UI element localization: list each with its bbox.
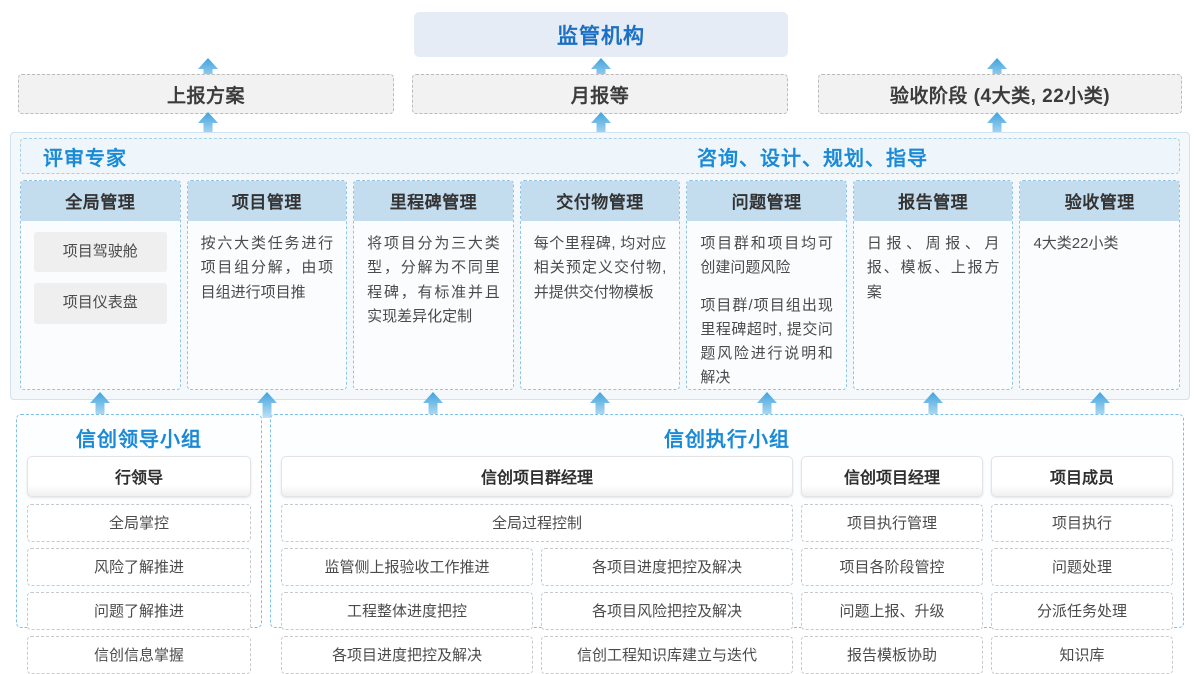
member-item-1[interactable]: 问题处理 (991, 548, 1173, 586)
member-item-0[interactable]: 项目执行 (991, 504, 1173, 542)
capability-card-body-6: 4大类22小类 (1020, 221, 1179, 264)
capability-card-title-4: 问题管理 (687, 181, 846, 221)
capability-card-title-5: 报告管理 (853, 181, 1013, 221)
project-manager-item-2[interactable]: 问题上报、升级 (801, 592, 983, 630)
capability-card-body-3: 每个里程碑, 均对应相关预定义交付物, 并提供交付物模板 (521, 221, 680, 313)
program-manager-role[interactable]: 信创项目群经理 (281, 456, 793, 497)
member-item-3[interactable]: 知识库 (991, 636, 1173, 674)
capability-card-title-1: 项目管理 (187, 181, 347, 221)
middle-band-header: 评审专家 咨询、设计、规划、指导 (20, 138, 1180, 174)
diagram-canvas: 监管机构 上报方案 月报等 验收阶段 (4大类, 22小类) 评审专家 咨询、设… (10, 12, 1190, 674)
arrow-up-to-authority-3 (986, 58, 1008, 84)
capability-card-body-0: 项目驾驶舱 项目仪表盘 (21, 221, 180, 343)
leading-group-item-3[interactable]: 信创信息掌握 (27, 636, 251, 674)
program-manager-global-item[interactable]: 全局过程控制 (281, 504, 793, 542)
arrow-up-to-card-0 (89, 392, 111, 418)
capability-card-body-2: 将项目分为三大类型，分解为不同里程碑，有标准并且实现差异化定制 (354, 221, 513, 337)
capability-text-2-0: 将项目分为三大类型，分解为不同里程碑，有标准并且实现差异化定制 (367, 235, 500, 325)
submission-label-2: 验收阶段 (4大类, 22小类) (889, 85, 1111, 107)
exec-group-box: 信创执行小组 信创项目群经理 全局过程控制 监管侧上报验收工作推进 工程整体进度… (270, 414, 1184, 674)
capability-card-6[interactable]: 验收管理 4大类22小类 (1019, 180, 1181, 390)
capability-card-2[interactable]: 里程碑管理 将项目分为三大类型，分解为不同里程碑，有标准并且实现差异化定制 (353, 180, 514, 390)
arrow-up-to-submission-2 (986, 112, 1008, 138)
program-manager-left-item-2[interactable]: 各项目进度把控及解决 (281, 636, 533, 674)
project-manager-item-3[interactable]: 报告模板协助 (801, 636, 983, 674)
consulting-label: 咨询、设计、规划、指导 (697, 147, 928, 170)
program-manager-left-item-1[interactable]: 工程整体进度把控 (281, 592, 533, 630)
capability-text-4-0: 项目群和项目均可创建问题风险 (700, 235, 833, 277)
arrow-up-to-submission-0 (197, 112, 219, 138)
capability-text-6-0: 4大类22小类 (1033, 235, 1119, 252)
capability-pill-0-1[interactable]: 项目仪表盘 (34, 283, 167, 324)
leading-group-title: 信创领导小组 (76, 429, 202, 451)
leading-group-item-1[interactable]: 风险了解推进 (27, 548, 251, 586)
leading-group-role[interactable]: 行领导 (27, 456, 251, 497)
capability-text-1-0: 按六大类任务进行项目组分解，由项目组进行项目推 (200, 235, 334, 301)
capability-card-body-4: 项目群和项目均可创建问题风险 项目群/项目组出现里程碑超时, 提交问题风险进行说… (687, 221, 846, 389)
submission-box-2[interactable]: 验收阶段 (4大类, 22小类) (818, 74, 1182, 114)
authority-title-label: 监管机构 (557, 24, 645, 48)
program-manager-right-item-0[interactable]: 各项目进度把控及解决 (541, 548, 793, 586)
capability-text-5-0: 日报、周报、月报、模板、上报方案 (866, 235, 1000, 301)
project-manager-item-1[interactable]: 项目各阶段管控 (801, 548, 983, 586)
program-manager-right-item-2[interactable]: 信创工程知识库建立与迭代 (541, 636, 793, 674)
arrow-up-to-card-3 (589, 392, 611, 418)
authority-title-box: 监管机构 (414, 12, 788, 57)
program-manager-right-item-1[interactable]: 各项目风险把控及解决 (541, 592, 793, 630)
arrow-up-to-card-2 (422, 392, 444, 418)
arrow-up-to-submission-1 (590, 112, 612, 138)
capability-card-list: 全局管理 项目驾驶舱 项目仪表盘 项目管理 按六大类任务进行项目组分解，由项目组… (20, 180, 1181, 390)
leading-group-item-2[interactable]: 问题了解推进 (27, 592, 251, 630)
submission-label-0: 上报方案 (166, 85, 245, 107)
arrow-up-to-card-1 (256, 392, 278, 418)
capability-text-3-0: 每个里程碑, 均对应相关预定义交付物, 并提供交付物模板 (533, 235, 667, 301)
program-manager-left-item-0[interactable]: 监管侧上报验收工作推进 (281, 548, 533, 586)
member-role[interactable]: 项目成员 (991, 456, 1173, 497)
capability-card-5[interactable]: 报告管理 日报、周报、月报、模板、上报方案 (852, 180, 1014, 390)
project-manager-item-0[interactable]: 项目执行管理 (801, 504, 983, 542)
submission-box-1[interactable]: 月报等 (412, 74, 788, 114)
submission-label-1: 月报等 (570, 85, 630, 107)
arrow-up-to-card-5 (922, 392, 944, 418)
submission-box-0[interactable]: 上报方案 (18, 74, 394, 114)
capability-card-title-6: 验收管理 (1020, 181, 1180, 221)
arrow-up-to-card-4 (756, 392, 778, 418)
capability-card-body-1: 按六大类任务进行项目组分解，由项目组进行项目推 (188, 221, 347, 313)
arrow-up-to-authority-2 (590, 58, 612, 84)
capability-card-body-5: 日报、周报、月报、模板、上报方案 (854, 221, 1013, 313)
capability-card-1[interactable]: 项目管理 按六大类任务进行项目组分解，由项目组进行项目推 (186, 180, 348, 390)
capability-card-3[interactable]: 交付物管理 每个里程碑, 均对应相关预定义交付物, 并提供交付物模板 (519, 180, 681, 390)
capability-card-title-3: 交付物管理 (520, 181, 680, 221)
exec-group-title: 信创执行小组 (664, 429, 790, 451)
capability-card-4[interactable]: 问题管理 项目群和项目均可创建问题风险 项目群/项目组出现里程碑超时, 提交问题… (686, 180, 847, 390)
project-manager-role[interactable]: 信创项目经理 (801, 456, 983, 497)
arrow-up-to-authority-1 (197, 58, 219, 84)
arrow-up-to-card-6 (1089, 392, 1111, 418)
capability-card-title-0: 全局管理 (21, 181, 180, 221)
leading-group-item-0[interactable]: 全局掌控 (27, 504, 251, 542)
capability-pill-0-0[interactable]: 项目驾驶舱 (34, 232, 167, 273)
review-expert-label: 评审专家 (43, 147, 127, 170)
capability-card-title-2: 里程碑管理 (354, 181, 513, 221)
capability-card-0[interactable]: 全局管理 项目驾驶舱 项目仪表盘 (20, 180, 181, 390)
member-item-2[interactable]: 分派任务处理 (991, 592, 1173, 630)
leading-group-box: 信创领导小组 行领导 全局掌控 风险了解推进 问题了解推进 信创信息掌握 (16, 414, 262, 674)
capability-text-4-1: 项目群/项目组出现里程碑超时, 提交问题风险进行说明和解决 (700, 296, 833, 387)
